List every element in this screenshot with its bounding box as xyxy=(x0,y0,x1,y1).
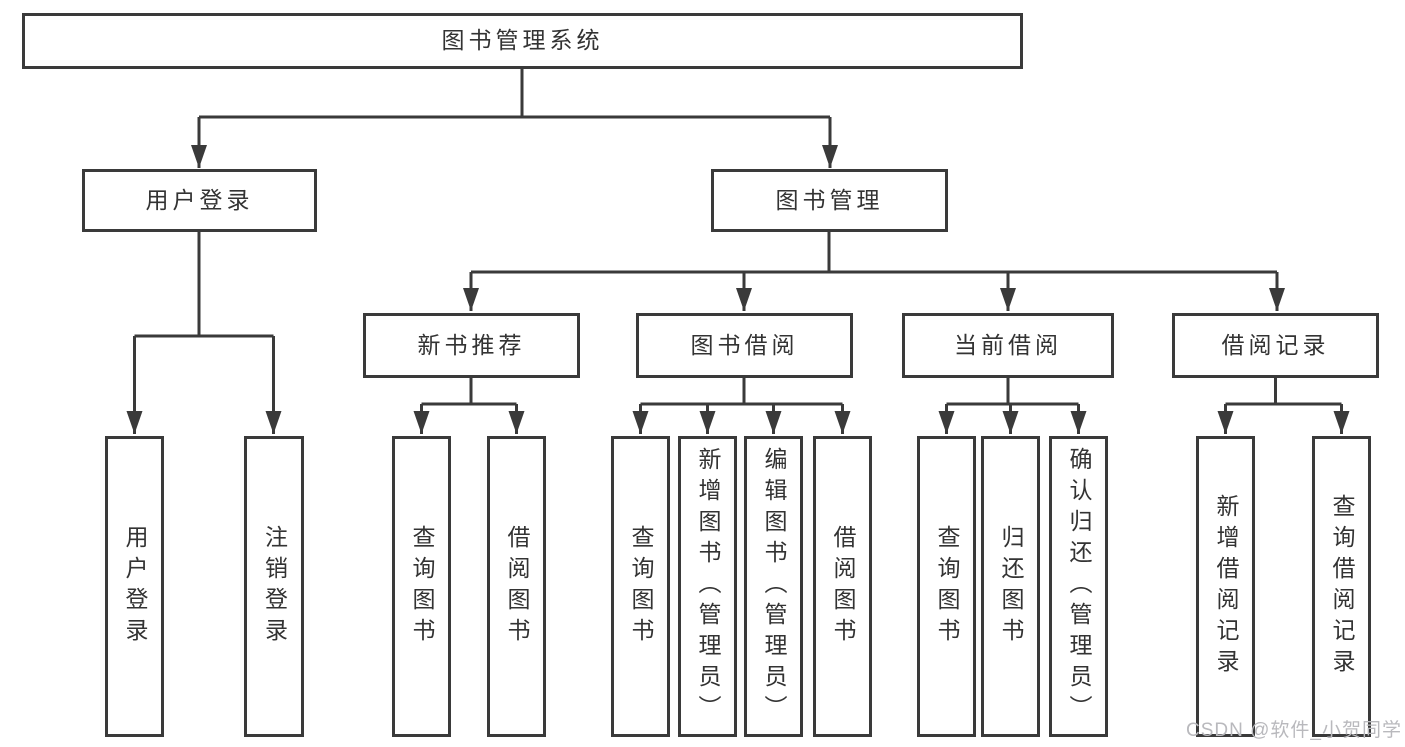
node-label: 查询图书 xyxy=(409,524,435,649)
node-borrow-records: 借阅记录 xyxy=(1172,313,1379,378)
leaf-edit-book-admin: 编辑图书（管理员） xyxy=(744,436,803,737)
node-label: 注销登录 xyxy=(261,524,288,649)
node-label: 确认归还（管理员） xyxy=(1066,447,1092,726)
leaf-user-login: 用户登录 xyxy=(105,436,164,737)
node-label: 借阅记录 xyxy=(1221,331,1330,358)
node-label: 查询图书 xyxy=(934,524,960,649)
node-current-borrow: 当前借阅 xyxy=(902,313,1114,378)
node-label: 用户登录 xyxy=(122,524,148,649)
node-library-management-system: 图书管理系统 xyxy=(22,13,1023,69)
csdn-watermark: CSDN @软件_小贺同学 xyxy=(1186,720,1402,741)
node-label: 新书推荐 xyxy=(417,331,526,358)
leaf-return-book: 归还图书 xyxy=(981,436,1040,737)
leaf-borrow-books: 借阅图书 xyxy=(813,436,872,737)
leaf-logout: 注销登录 xyxy=(244,436,304,737)
node-label: 图书借阅 xyxy=(690,331,799,358)
leaf-confirm-return-admin: 确认归还（管理员） xyxy=(1049,436,1108,737)
node-label: 归还图书 xyxy=(998,524,1024,649)
leaf-query-books-current: 查询图书 xyxy=(917,436,976,737)
node-label: 查询借阅记录 xyxy=(1329,493,1355,680)
node-book-borrow: 图书借阅 xyxy=(636,313,853,378)
node-label: 当前借阅 xyxy=(954,331,1062,358)
node-user-login: 用户登录 xyxy=(82,169,317,232)
leaf-query-books-recommend: 查询图书 xyxy=(392,436,451,737)
node-label: 图书管理系统 xyxy=(441,27,604,54)
node-label: 新增借阅记录 xyxy=(1213,493,1239,680)
node-new-book-recommend: 新书推荐 xyxy=(363,313,580,378)
leaf-query-books-borrow: 查询图书 xyxy=(611,436,670,737)
node-label: 借阅图书 xyxy=(830,524,856,649)
leaf-borrow-books-recommend: 借阅图书 xyxy=(487,436,546,737)
leaf-add-book-admin: 新增图书（管理员） xyxy=(678,436,737,737)
node-label: 借阅图书 xyxy=(504,524,530,649)
leaf-query-borrow-record: 查询借阅记录 xyxy=(1312,436,1371,737)
leaf-add-borrow-record: 新增借阅记录 xyxy=(1196,436,1255,737)
node-label: 用户登录 xyxy=(145,186,254,213)
node-label: 编辑图书（管理员） xyxy=(761,447,787,726)
node-label: 新增图书（管理员） xyxy=(695,447,721,726)
node-label: 查询图书 xyxy=(628,524,654,649)
node-label: 图书管理 xyxy=(775,186,884,213)
node-book-management: 图书管理 xyxy=(711,169,948,232)
